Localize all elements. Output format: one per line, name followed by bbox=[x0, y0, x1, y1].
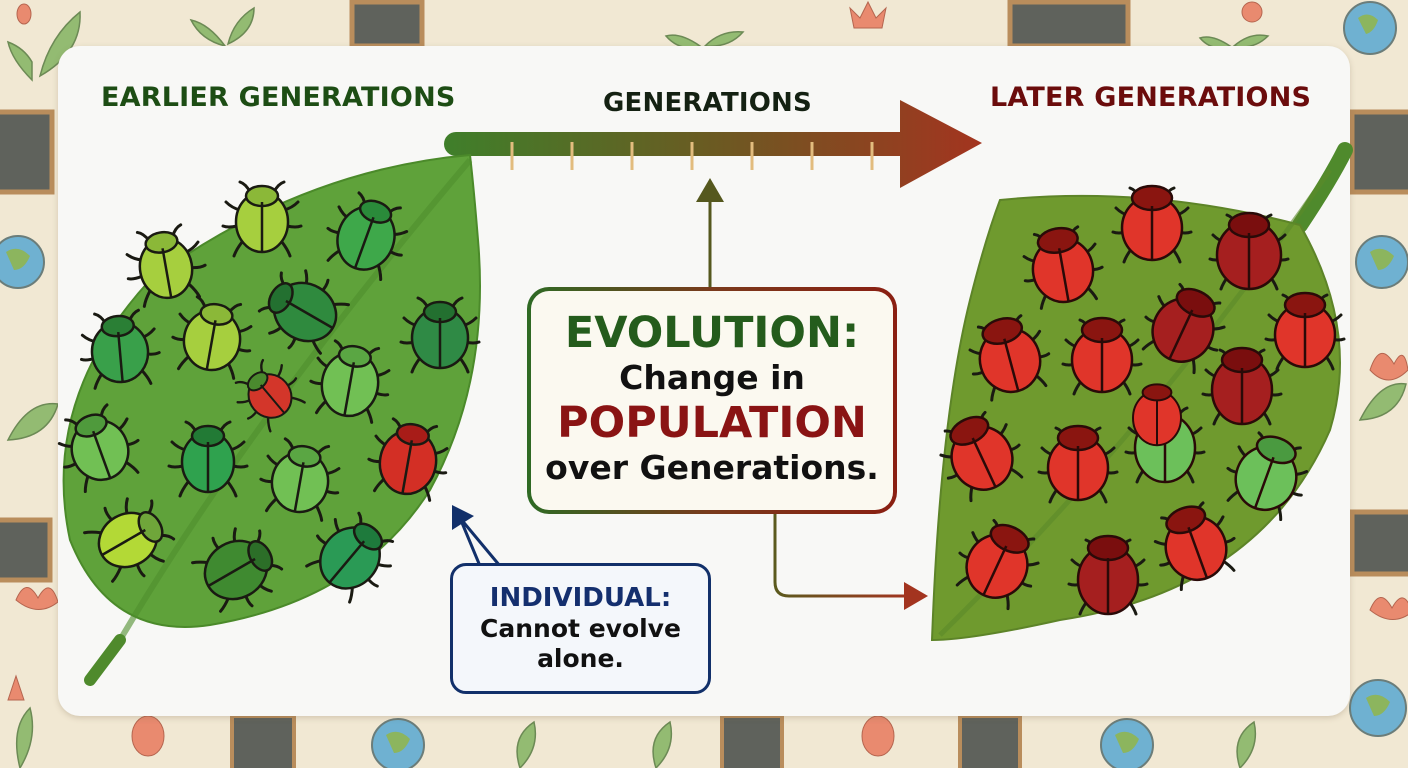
beetle-icon bbox=[77, 484, 184, 593]
beetle-icon bbox=[119, 220, 212, 310]
beetle-icon bbox=[1131, 275, 1237, 379]
evolution-population-highlight: POPULATION bbox=[557, 398, 867, 448]
beetle-icon bbox=[1016, 222, 1109, 312]
beetle-icon bbox=[48, 397, 150, 497]
later-beetles bbox=[928, 184, 1346, 616]
beetle-icon bbox=[362, 414, 455, 504]
beetle-icon bbox=[1037, 424, 1119, 504]
beetle-icon bbox=[304, 336, 397, 426]
individual-line-2: alone. bbox=[537, 644, 624, 673]
plant-icon bbox=[6, 6, 1407, 768]
evolution-title: EVOLUTION: bbox=[564, 308, 860, 358]
individual-line-1: Cannot evolve bbox=[480, 614, 681, 643]
individual-callout-box: INDIVIDUAL: Cannot evolve alone. bbox=[450, 563, 711, 694]
beetle-icon bbox=[1216, 425, 1318, 525]
beetle-icon bbox=[1067, 534, 1149, 616]
beetle-icon bbox=[76, 307, 164, 391]
beetle-icon bbox=[1131, 383, 1183, 447]
beetle-icon bbox=[221, 180, 303, 258]
timeline-ticks bbox=[510, 142, 874, 170]
later-generations-heading: LATER GENERATIONS bbox=[990, 82, 1312, 113]
evolution-line-4: over Generations. bbox=[545, 448, 879, 487]
up-arrow bbox=[696, 178, 724, 287]
beetle-icon bbox=[316, 185, 418, 285]
beetle-icon bbox=[249, 256, 356, 365]
beetle-icon bbox=[224, 350, 313, 439]
evolution-definition-box: EVOLUTION: Change in POPULATION over Gen… bbox=[527, 287, 897, 514]
timeline-arrow bbox=[444, 100, 982, 188]
individual-title: INDIVIDUAL: bbox=[489, 583, 672, 613]
beetle-icon bbox=[166, 292, 259, 382]
earlier-beetles bbox=[48, 180, 481, 623]
beetle-icon bbox=[1061, 316, 1143, 396]
beetle-icon bbox=[1201, 346, 1283, 426]
beetle-icon bbox=[945, 511, 1051, 615]
earlier-generations-heading: EARLIER GENERATIONS bbox=[101, 82, 456, 113]
evolution-line-2: Change in bbox=[619, 358, 805, 397]
beetle-icon bbox=[1264, 291, 1346, 371]
beetle-icon bbox=[928, 403, 1034, 507]
connector-arrow bbox=[773, 514, 928, 610]
beetle-icon bbox=[1111, 184, 1193, 264]
individual-pointer-arrow bbox=[452, 505, 502, 567]
beetle-icon bbox=[296, 500, 408, 611]
beetle-icon bbox=[399, 296, 481, 374]
flower-icon bbox=[7, 0, 1408, 757]
beetle-icon bbox=[1208, 211, 1290, 291]
beetle-icon bbox=[185, 514, 292, 623]
beetle-icon bbox=[960, 309, 1058, 405]
beetle-icon bbox=[167, 420, 249, 498]
beetle-icon bbox=[1144, 495, 1246, 595]
generations-heading: GENERATIONS bbox=[603, 88, 812, 118]
beetle-icon bbox=[254, 434, 347, 524]
